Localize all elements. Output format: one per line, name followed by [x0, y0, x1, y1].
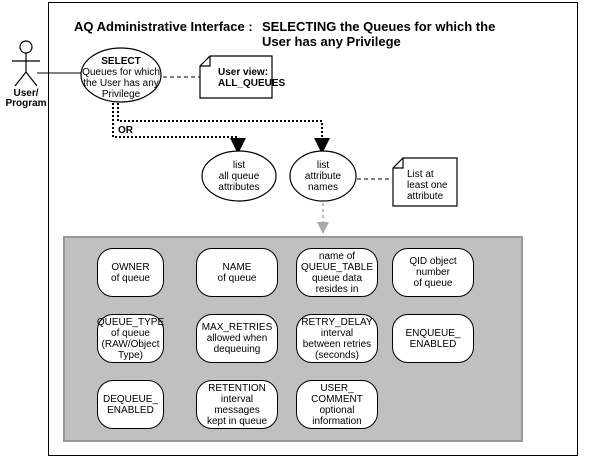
list-note-line-1: List at: [407, 169, 434, 180]
select-line-3: the User has any: [83, 78, 159, 89]
attr-retention: RETENTION interval messages kept in queu…: [196, 380, 278, 429]
actor-label-line-2: Program: [5, 98, 46, 109]
select-line-4: Privilege: [102, 89, 141, 100]
or-connector: [112, 103, 330, 154]
list-names-line-1: list: [317, 160, 329, 171]
title-prefix: AQ Administrative Interface :: [74, 19, 253, 34]
diagram-frame: [48, 2, 578, 456]
attr-retry-delay: RETRY_DELAY interval between retries (se…: [296, 314, 378, 363]
select-node: [80, 47, 162, 103]
select-line-1: SELECT: [101, 56, 140, 67]
list-all-line-1: list: [233, 160, 245, 171]
attr-queue-type: QUEUE_TYPE of queue (RAW/Object Type): [97, 314, 164, 363]
select-line-2: Queues for which: [82, 67, 160, 78]
list-names-node: [289, 150, 357, 202]
list-all-node: [201, 150, 277, 202]
or-label: OR: [118, 125, 134, 136]
list-names-line-3: names: [308, 182, 338, 193]
list-all-line-2: all queue: [219, 171, 260, 182]
user-view-note: [199, 55, 273, 99]
title-line-2: User has any Privilege: [262, 34, 401, 49]
user-view-line-2: ALL_QUEUES: [218, 78, 286, 89]
list-note-line-2: least one: [407, 180, 448, 191]
attr-dequeue-enabled: DEQUEUE_ ENABLED: [97, 380, 164, 429]
attr-max-retries: MAX_RETRIES allowed when dequeuing: [196, 314, 278, 363]
list-note-line-3: attribute: [407, 191, 444, 202]
actor-label-line-1: User/: [13, 88, 38, 99]
list-note: [392, 157, 458, 207]
title-line-1: SELECTING the Queues for which the: [262, 19, 495, 34]
actor-icon: [12, 40, 40, 87]
attr-enqueue-enabled: ENQUEUE_ ENABLED: [392, 314, 474, 363]
list-all-line-3: attributes: [218, 182, 259, 193]
attr-name: NAME of queue: [196, 248, 278, 297]
attr-owner: OWNER of queue: [97, 248, 164, 297]
list-names-line-2: attribute: [305, 171, 342, 182]
attr-user-comment: USER_ COMMENT optional information: [296, 380, 378, 429]
user-view-line-1: User view:: [218, 67, 268, 78]
attr-queue-table: name of QUEUE_TABLE queue data resides i…: [296, 248, 378, 297]
attr-qid: QID object number of queue: [392, 248, 474, 297]
